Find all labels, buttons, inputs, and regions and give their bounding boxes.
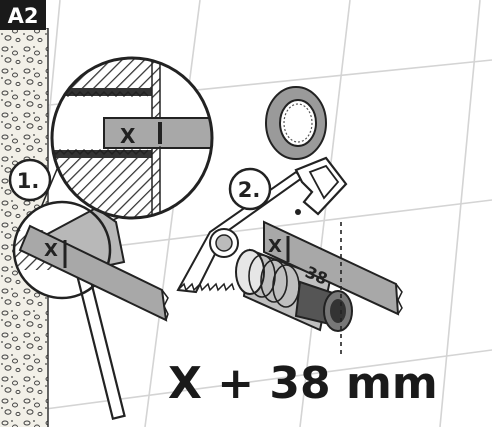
step1-badge [8,158,52,202]
threaded-nut-icon [265,86,327,160]
formula-text: X + 38 mm [168,358,438,409]
step1-marker: X [44,240,58,261]
pipe-fitting-icon [235,248,353,332]
step1-scene: X 1. [8,65,169,421]
panel-label: A2 [8,4,39,28]
step2-badge [228,167,272,211]
panel-label-box [0,0,46,30]
step1-label: 1. [17,169,40,193]
step2-label: 2. [238,178,261,202]
detail-marker: X [120,124,136,148]
step2-marker: X [268,236,282,257]
hacksaw-icon [176,156,348,294]
magnifier-detail: X [50,56,214,220]
